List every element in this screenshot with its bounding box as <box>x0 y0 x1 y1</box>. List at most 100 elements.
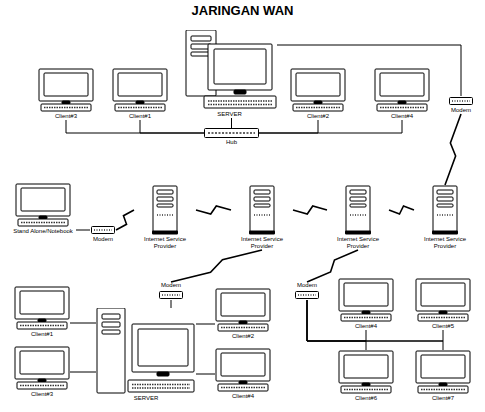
bigserver-part <box>102 330 120 334</box>
pc-part <box>296 73 340 96</box>
bigserver-part <box>128 380 194 392</box>
tower-part <box>432 231 458 234</box>
server-part <box>204 96 276 108</box>
pc-detail <box>421 389 465 391</box>
pc-detail <box>344 317 388 319</box>
tower-detail <box>437 214 453 216</box>
pc-part <box>418 386 468 393</box>
pc-icon <box>374 68 430 112</box>
pc-icon <box>14 346 70 390</box>
device-label: SERVER <box>134 395 159 402</box>
server-part <box>234 90 246 94</box>
tower-part <box>433 186 457 232</box>
server-part <box>214 49 266 84</box>
tower-part <box>350 204 366 207</box>
tower-icon <box>249 185 275 235</box>
device-label: Client#4 <box>355 323 377 330</box>
tower-part <box>345 231 371 234</box>
pc-part <box>15 347 69 379</box>
pc-part <box>380 73 424 96</box>
network-cable <box>259 120 318 133</box>
client-computer: Client#6 <box>338 350 394 402</box>
device-label: Client#4 <box>391 113 413 120</box>
server-computer: SERVER <box>96 308 196 402</box>
tower-part <box>346 186 370 232</box>
wireless-link <box>171 250 262 282</box>
pc-part <box>20 291 64 314</box>
tower-part <box>350 197 366 201</box>
pc-icon <box>290 68 346 112</box>
pc-part <box>418 314 468 321</box>
network-cable <box>140 120 204 133</box>
server-computer: SERVER <box>182 30 277 118</box>
pc-icon <box>338 278 394 322</box>
client-computer: Client#4 <box>374 68 430 120</box>
modem: Modem <box>294 282 320 300</box>
pc-part <box>21 188 65 211</box>
bigserver-part <box>138 329 188 366</box>
client-computer: Client#1 <box>14 286 70 338</box>
client-computer: Client#2 <box>290 68 346 120</box>
client-computer: Client#3 <box>38 68 94 120</box>
isp-server: Internet Service Provider <box>231 185 293 250</box>
pc-part <box>416 351 470 383</box>
pc-icon <box>38 68 94 112</box>
standalone-computer: Stand Alone/Notebook <box>10 183 76 235</box>
pc-icon <box>215 288 271 332</box>
network-cable <box>76 230 90 231</box>
bigserver-part <box>97 308 125 393</box>
pc-part <box>39 69 93 101</box>
pc-part <box>341 386 391 393</box>
wireless-link <box>293 206 327 214</box>
isp-server: Internet Service Provider <box>134 185 196 250</box>
isp-server: Internet Service Provider <box>327 185 389 250</box>
client-computer: Client#2 <box>215 288 271 340</box>
device-label: Internet Service Provider <box>414 236 476 250</box>
pc-part <box>15 287 69 319</box>
device-label: Internet Service Provider <box>231 236 293 250</box>
bigserver-detail <box>132 387 190 389</box>
tower-detail <box>157 214 173 216</box>
bigserver-part <box>102 314 120 319</box>
hub-icon <box>204 128 259 138</box>
pc-part <box>216 289 270 321</box>
pc-part <box>17 322 67 329</box>
pc-part <box>344 355 388 378</box>
pc-part <box>339 351 393 383</box>
pc-icon <box>112 68 168 112</box>
pc-icon <box>338 350 394 394</box>
device-label: Modem <box>161 282 181 289</box>
tower-part <box>157 197 173 201</box>
device-label: Client#6 <box>355 395 377 402</box>
modem: Modem <box>90 225 116 243</box>
client-computer: Client#3 <box>14 346 70 398</box>
pc-icon <box>415 278 471 322</box>
pc-detail <box>118 107 162 109</box>
pc-detail <box>344 389 388 391</box>
bigserver-part <box>132 324 194 372</box>
server-part <box>208 44 272 90</box>
pc-part <box>377 104 427 111</box>
device-label: Client#2 <box>307 113 329 120</box>
device-label: Client#5 <box>432 323 454 330</box>
client-computer: Client#7 <box>415 350 471 402</box>
pc-detail <box>44 107 88 109</box>
modem-detail <box>162 294 180 296</box>
device-label: Hub <box>226 139 237 146</box>
network-cable <box>231 118 232 128</box>
pc-part <box>18 219 68 226</box>
pc-part <box>221 353 265 376</box>
tower-part <box>157 204 173 207</box>
device-label: SERVER <box>217 111 242 118</box>
pc-part <box>421 283 465 306</box>
pc-detail <box>221 387 265 389</box>
device-label: Modem <box>451 107 471 114</box>
tower-part <box>437 197 453 201</box>
pc-part <box>115 104 165 111</box>
pc-part <box>421 355 465 378</box>
pc-detail <box>380 107 424 109</box>
pc-part <box>113 69 167 101</box>
pc-part <box>341 314 391 321</box>
hub-detail <box>208 132 255 134</box>
